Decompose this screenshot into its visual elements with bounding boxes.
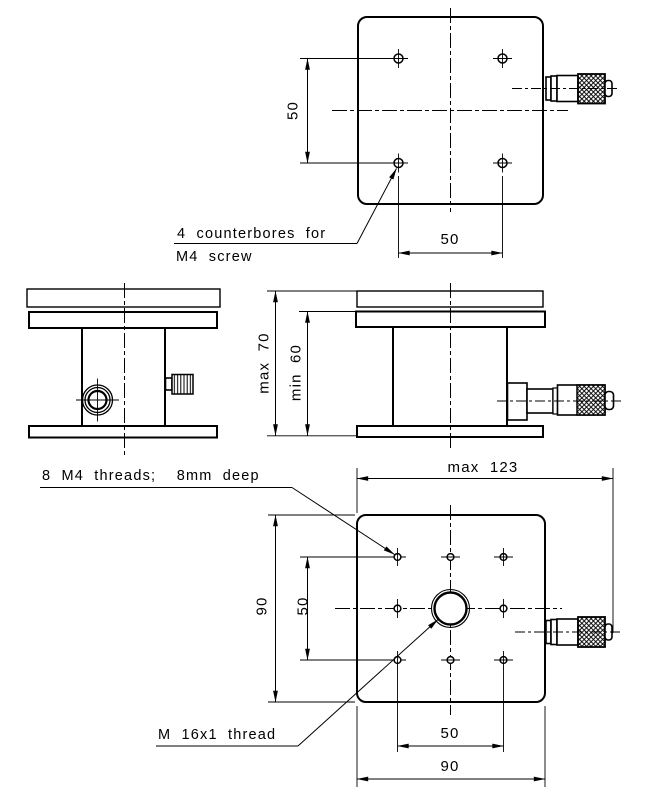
micrometer-head xyxy=(497,382,623,421)
micrometer-knurled-thimble xyxy=(576,384,606,416)
thread-hole xyxy=(441,655,460,665)
dimension-label: max 123 xyxy=(448,459,519,476)
annotation-text: M4 screw xyxy=(176,249,253,265)
dimension-plate-width: 90 xyxy=(356,706,546,787)
dimension-height-max: max 70 xyxy=(256,290,357,437)
dimension-label: 90 xyxy=(254,596,271,615)
m4-threads-annotation: 8 M4 threads; 8mm deep xyxy=(40,468,395,555)
thread-hole xyxy=(494,651,513,669)
dimension-hole-spacing-horizontal: 50 xyxy=(398,176,503,258)
dimension-plate-height: 90 xyxy=(254,514,355,703)
base-plate xyxy=(28,425,218,439)
dimension-hole-spacing-horizontal: 50 xyxy=(397,668,504,752)
counterbore-hole xyxy=(493,153,512,173)
dimension-label: 90 xyxy=(440,758,459,775)
dimension-hole-spacing-vertical: 50 xyxy=(295,556,312,661)
dimension-label: min 60 xyxy=(288,344,305,401)
front-view: max 70 min 60 xyxy=(256,283,623,449)
dimension-height-min: min 60 xyxy=(288,311,356,436)
center-column xyxy=(81,327,166,427)
micrometer-head xyxy=(512,73,620,105)
counterbore-hole xyxy=(493,49,512,68)
thread-hole xyxy=(393,599,402,618)
lock-screw xyxy=(76,378,119,422)
dimension-label: 50 xyxy=(440,725,459,742)
thread-hole xyxy=(441,552,460,562)
thread-hole xyxy=(393,548,402,566)
upper-plate xyxy=(28,311,218,329)
dimension-label: 50 xyxy=(440,231,459,248)
top-platform-plate xyxy=(26,288,221,308)
annotation-text: M 16x1 thread xyxy=(158,727,276,743)
dimension-label: 50 xyxy=(285,101,302,120)
dimension-label: 50 xyxy=(295,596,312,615)
leader-line xyxy=(297,619,439,747)
adjustment-knob xyxy=(164,373,194,395)
thread-hole xyxy=(494,548,513,566)
micrometer-head xyxy=(515,616,620,648)
thread-hole xyxy=(499,599,508,618)
bottom-view: max 123 90 50 50 90 xyxy=(40,459,620,787)
leader-line xyxy=(356,168,397,244)
leader-line xyxy=(291,487,395,555)
knob-stem xyxy=(164,377,173,391)
top-view: 50 50 4 counterbores for M4 screw xyxy=(174,8,620,265)
knob-knurled-body xyxy=(171,373,194,395)
m16-thread-hole xyxy=(430,588,471,629)
counterbore-annotation: 4 counterbores for M4 screw xyxy=(174,168,397,265)
dimension-hole-spacing-vertical: 50 xyxy=(285,58,408,164)
annotation-text: 8 M4 threads; 8mm deep xyxy=(42,468,260,484)
annotation-text: 4 counterbores for xyxy=(177,226,326,242)
dimension-label: max 70 xyxy=(256,332,273,393)
m16-thread-annotation: M 16x1 thread xyxy=(156,619,439,747)
dimension-overall-length: max 123 xyxy=(356,459,614,633)
side-view xyxy=(26,283,221,455)
